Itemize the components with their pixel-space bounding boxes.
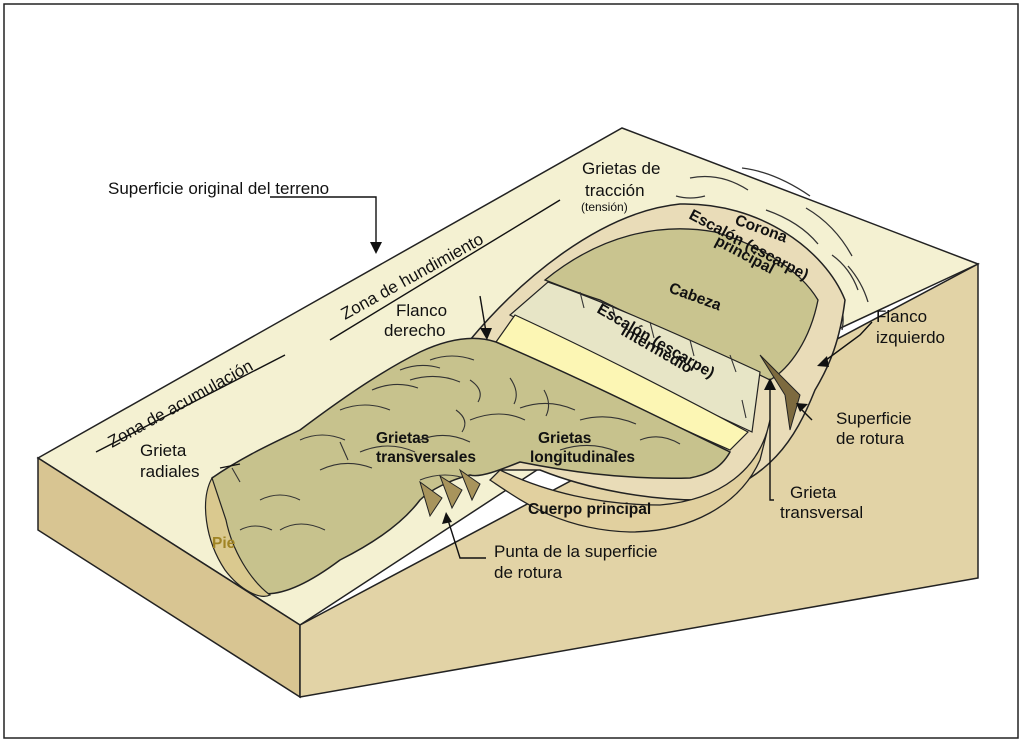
rupture-teeth xyxy=(419,354,801,518)
label-grieta-transversal-1: Grieta xyxy=(790,483,837,502)
label-grietas-longitudinales-2: longitudinales xyxy=(530,449,635,466)
label-flanco-derecho-1: Flanco xyxy=(396,301,447,320)
label-grieta-transversal-2: transversal xyxy=(780,503,863,522)
label-punta-1: Punta de la superficie xyxy=(494,542,658,561)
label-grietas-transversales-1: Grietas xyxy=(376,430,429,447)
label-grietas-transversales-2: transversales xyxy=(376,449,476,466)
head-block xyxy=(543,228,819,381)
label-punta-2: de rotura xyxy=(494,563,563,582)
label-tension: (tensión) xyxy=(581,200,628,214)
label-pie: Pie xyxy=(212,535,236,552)
label-grieta-radiales-1: Grieta xyxy=(140,441,187,460)
label-grietas-traccion-1: Grietas de xyxy=(582,159,660,178)
arrowheads xyxy=(370,242,829,524)
label-original-surface: Superficie original del terreno xyxy=(108,179,329,198)
label-flanco-derecho-2: derecho xyxy=(384,321,445,340)
label-superficie-rotura-1: Superficie xyxy=(836,409,912,428)
label-flanco-izquierdo-1: Flanco xyxy=(876,307,927,326)
label-flanco-izquierdo-2: izquierdo xyxy=(876,328,945,347)
slide-body xyxy=(209,337,732,595)
toe-lobe xyxy=(204,476,272,597)
scarp-steps xyxy=(579,291,747,419)
label-cuerpo-principal: Cuerpo principal xyxy=(528,501,651,518)
label-grieta-radiales-2: radiales xyxy=(140,462,200,481)
body-cracks xyxy=(231,355,681,531)
label-superficie-rotura-2: de rotura xyxy=(836,429,905,448)
tension-cracks xyxy=(675,167,869,331)
leader-lines xyxy=(95,196,873,559)
label-grietas-longitudinales-1: Grietas xyxy=(538,430,591,447)
label-grietas-traccion-2: tracción xyxy=(585,181,645,200)
